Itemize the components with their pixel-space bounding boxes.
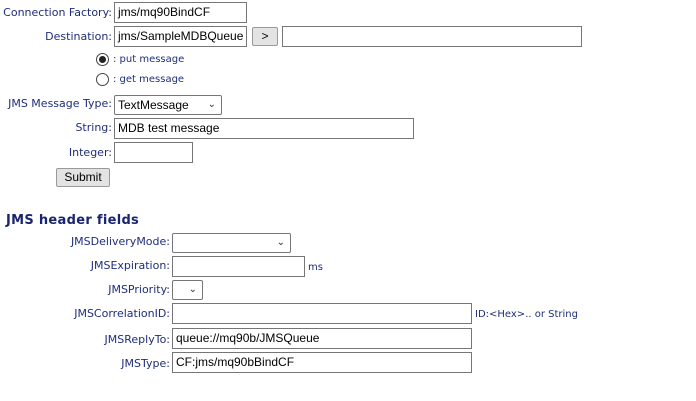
expiration-label: JMSExpiration:	[90, 259, 170, 272]
get-message-radio[interactable]	[96, 73, 109, 86]
radio-selected-dot	[99, 56, 106, 63]
priority-label: JMSPriority:	[108, 283, 170, 296]
correlation-id-label: JMSCorrelationID:	[74, 307, 170, 320]
chevron-down-icon: ⌄	[276, 237, 285, 248]
destination-browse-button[interactable]: >	[252, 27, 278, 46]
connection-factory-input[interactable]: jms/mq90BindCF	[114, 2, 247, 23]
chevron-down-icon: ⌄	[188, 284, 197, 295]
reply-to-input[interactable]: queue://mq90b/JMSQueue	[172, 328, 472, 349]
put-message-label: : put message	[113, 54, 185, 65]
correlation-id-input[interactable]	[172, 303, 472, 324]
jms-type-label: JMSType:	[121, 357, 170, 370]
destination-input[interactable]: jms/SampleMDBQueue	[114, 26, 247, 47]
destination-extra-input[interactable]	[282, 26, 582, 47]
message-type-select[interactable]: TextMessage ⌄	[114, 95, 222, 115]
delivery-mode-select[interactable]: ⌄	[172, 233, 291, 253]
connection-factory-label: Connection Factory:	[3, 6, 112, 19]
message-type-value: TextMessage	[118, 98, 189, 112]
expiration-unit: ms	[308, 262, 323, 273]
put-message-radio[interactable]	[96, 53, 109, 66]
chevron-down-icon: ⌄	[207, 99, 216, 110]
reply-to-label: JMSReplyTo:	[104, 333, 170, 346]
string-input[interactable]: MDB test message	[114, 118, 414, 139]
expiration-input[interactable]	[172, 256, 305, 277]
get-message-label: : get message	[113, 74, 185, 85]
jms-header-fields-heading: JMS header fields	[6, 213, 140, 228]
integer-input[interactable]	[114, 142, 193, 163]
message-type-label: JMS Message Type:	[8, 97, 112, 110]
submit-button[interactable]: Submit	[56, 168, 110, 187]
priority-select[interactable]: ⌄	[172, 280, 203, 300]
correlation-id-hint: ID:<Hex>.. or String	[475, 309, 578, 320]
jms-type-input[interactable]: CF:jms/mq90bBindCF	[172, 352, 472, 373]
destination-label: Destination:	[45, 30, 112, 43]
integer-label: Integer:	[68, 146, 112, 159]
delivery-mode-label: JMSDeliveryMode:	[70, 235, 170, 248]
string-label: String:	[75, 121, 112, 134]
